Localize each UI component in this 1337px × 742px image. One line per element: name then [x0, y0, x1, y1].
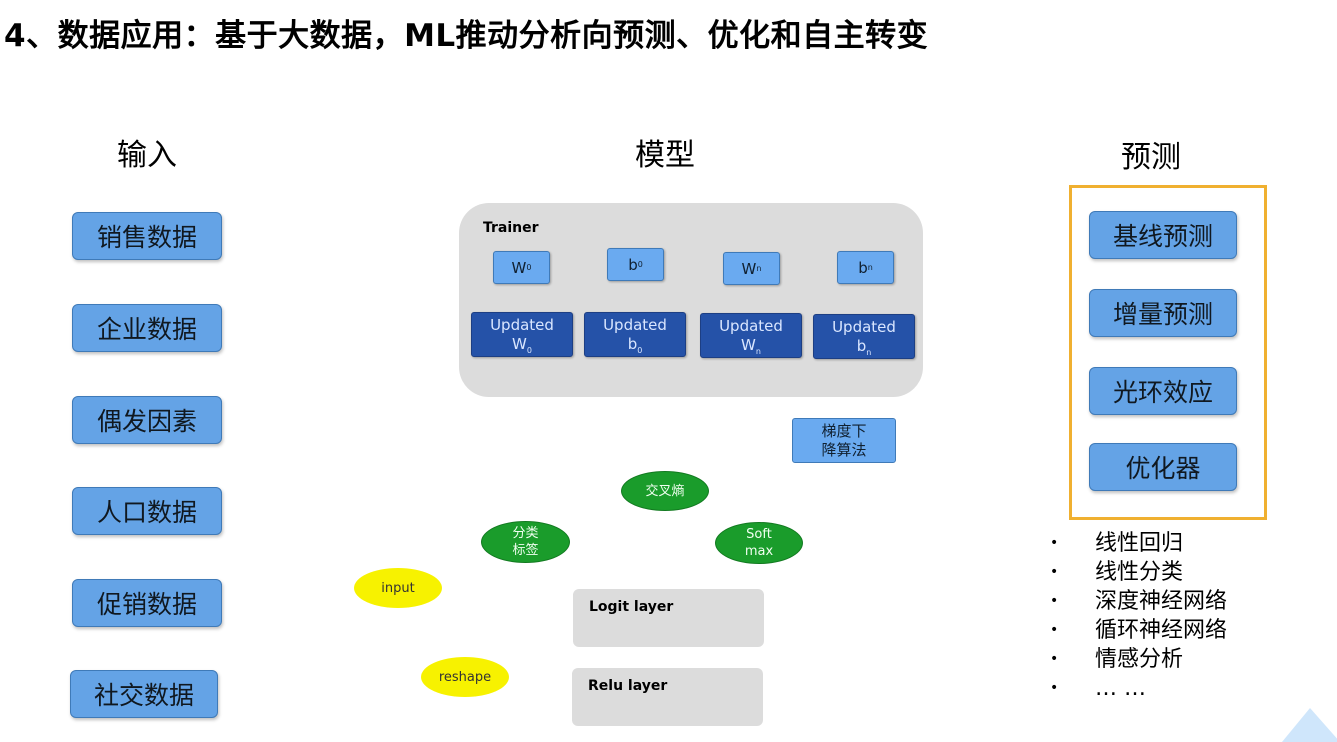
- param-b0-main: b: [628, 255, 638, 274]
- input-social-data[interactable]: 社交数据: [70, 670, 218, 718]
- updated-wn-main: W: [741, 336, 756, 354]
- updated-wn: Updated Wn: [700, 313, 802, 358]
- list-item: 情感分析: [1050, 645, 1227, 674]
- input-incidental-factors[interactable]: 偶发因素: [72, 396, 222, 444]
- param-w0-main: W: [511, 258, 527, 277]
- updated-b0-value: b0: [585, 335, 685, 360]
- input-node: input: [354, 568, 442, 608]
- input-column-heading: 输入: [117, 138, 177, 173]
- input-sales-data[interactable]: 销售数据: [72, 212, 222, 260]
- updated-b0-sub: 0: [637, 346, 643, 355]
- updated-wn-sub: n: [755, 347, 761, 356]
- trainer-panel: [459, 203, 923, 397]
- gradient-descent-line2: 降算法: [821, 441, 867, 459]
- input-population-data[interactable]: 人口数据: [72, 487, 222, 535]
- updated-w0-value: W0: [472, 335, 572, 360]
- updated-w0-sub: 0: [526, 346, 532, 355]
- updated-w0-main: W: [512, 335, 527, 353]
- cross-entropy-node: 交叉熵: [621, 471, 709, 511]
- updated-bn-sub: n: [866, 348, 872, 357]
- list-item: 线性分类: [1050, 558, 1227, 587]
- param-w0-sub: 0: [526, 263, 532, 272]
- updated-b0-main: b: [627, 335, 638, 353]
- param-b0-sub: 0: [637, 260, 643, 269]
- class-label-line2: 标签: [512, 543, 539, 558]
- gradient-descent-line1: 梯度下: [821, 422, 867, 440]
- list-item: … …: [1050, 674, 1227, 703]
- model-column-heading: 模型: [635, 138, 695, 173]
- list-item: 循环神经网络: [1050, 616, 1227, 645]
- baseline-prediction-button[interactable]: 基线预测: [1089, 211, 1237, 259]
- param-bn-main: b: [858, 258, 868, 277]
- input-enterprise-data[interactable]: 企业数据: [72, 304, 222, 352]
- updated-bn: Updated bn: [813, 314, 915, 359]
- input-promotion-data[interactable]: 促销数据: [72, 579, 222, 627]
- param-wn-main: W: [741, 259, 757, 278]
- updated-wn-label: Updated: [719, 317, 783, 335]
- softmax-node: Soft max: [715, 522, 803, 564]
- predict-column-heading: 预测: [1121, 140, 1181, 175]
- prediction-frame: [1069, 185, 1267, 520]
- corner-decoration: [1282, 708, 1337, 742]
- updated-w0: Updated W0: [471, 312, 573, 357]
- updated-wn-value: Wn: [701, 336, 801, 361]
- softmax-line2: max: [744, 544, 774, 559]
- optimizer-button[interactable]: 优化器: [1089, 443, 1237, 491]
- param-wn-sub: n: [756, 264, 762, 273]
- logit-layer: Logit layer: [573, 589, 764, 647]
- softmax-line1: Soft: [746, 527, 772, 542]
- class-label-line1: 分类: [512, 526, 539, 541]
- list-item: 线性回归: [1050, 529, 1227, 558]
- updated-w0-label: Updated: [490, 316, 554, 334]
- halo-effect-button[interactable]: 光环效应: [1089, 367, 1237, 415]
- updated-bn-label: Updated: [832, 318, 896, 336]
- algorithm-list: 线性回归 线性分类 深度神经网络 循环神经网络 情感分析 … …: [1050, 529, 1227, 703]
- trainer-label: Trainer: [483, 220, 539, 236]
- updated-b0-label: Updated: [603, 316, 667, 334]
- list-item: 深度神经网络: [1050, 587, 1227, 616]
- slide-title: 4、数据应用：基于大数据，ML推动分析向预测、优化和自主转变: [4, 18, 929, 54]
- relu-layer: Relu layer: [572, 668, 763, 726]
- class-label-node: 分类标签: [481, 521, 570, 563]
- updated-b0: Updated b0: [584, 312, 686, 357]
- param-bn-sub: n: [867, 263, 873, 272]
- updated-bn-value: bn: [814, 337, 914, 362]
- reshape-node: reshape: [421, 657, 509, 697]
- updated-bn-main: b: [856, 337, 867, 355]
- incremental-prediction-button[interactable]: 增量预测: [1089, 289, 1237, 337]
- gradient-descent-box: 梯度下 降算法: [792, 418, 896, 463]
